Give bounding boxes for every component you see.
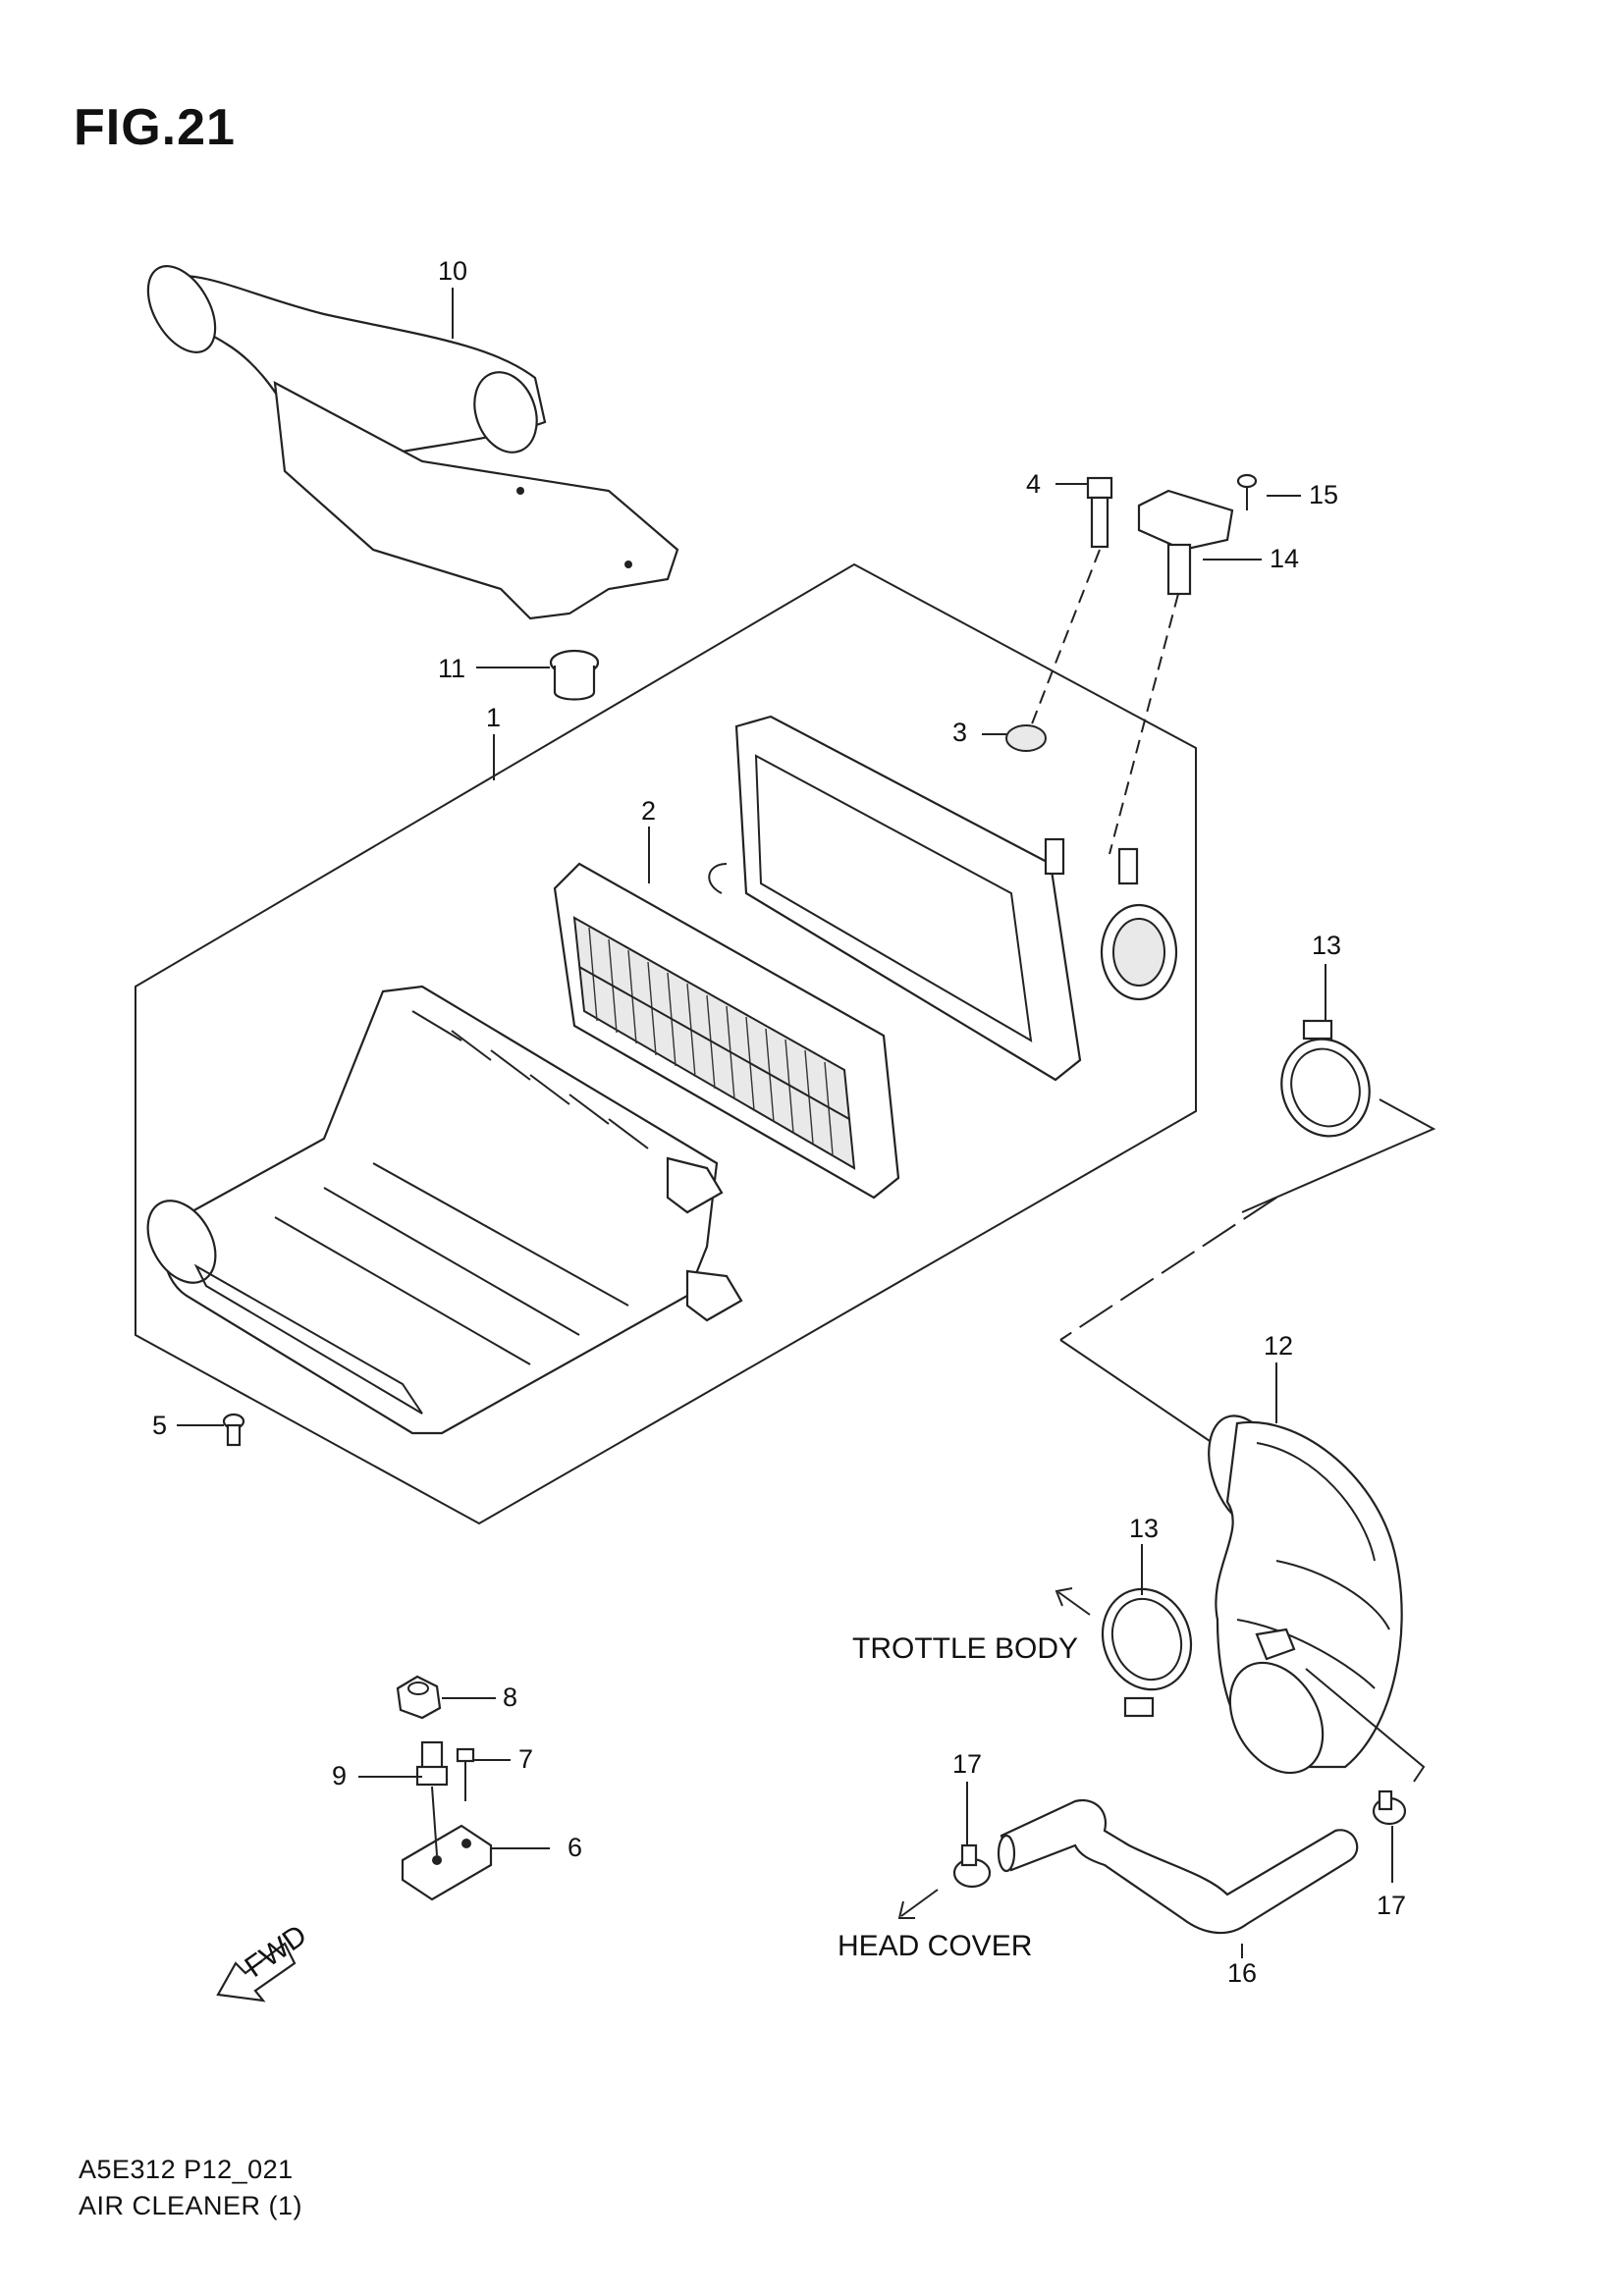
breather-hose-part [997, 1798, 1359, 1935]
callout-5: 5 [152, 1411, 167, 1440]
bracket-part [401, 1824, 493, 1901]
callout-17-right: 17 [1377, 1891, 1406, 1920]
callout-7: 7 [518, 1744, 533, 1774]
hose-clamp-lower-part [1101, 1587, 1193, 1718]
filter-element-part [553, 862, 900, 1200]
grommet-small-part [1005, 724, 1047, 752]
callout-1: 1 [486, 703, 501, 732]
air-cleaner-assembly-boundary [135, 562, 1197, 1525]
callout-13-lower: 13 [1129, 1514, 1159, 1543]
callout-numbers: 10 11 1 2 3 4 15 14 5 13 12 13 8 7 9 6 1… [152, 256, 1406, 1988]
callout-16: 16 [1227, 1958, 1257, 1988]
air-cleaner-lower-case-part [146, 985, 743, 1435]
clip-part [222, 1413, 245, 1447]
intake-hose-part [1208, 1415, 1403, 1775]
callout-9: 9 [332, 1761, 347, 1790]
throttle-body-arrow [1055, 1587, 1091, 1616]
figure-name: AIR CLEANER (1) [79, 2191, 303, 2220]
callout-14: 14 [1270, 544, 1299, 573]
callout-13-upper: 13 [1312, 931, 1341, 960]
head-cover-arrow [897, 1889, 939, 1919]
hose-clip-right-part [1372, 1789, 1407, 1826]
callout-8: 8 [503, 1682, 517, 1712]
nut-part [396, 1675, 442, 1720]
callout-2: 2 [641, 796, 656, 826]
forward-arrow-icon: FWD [216, 1919, 313, 2002]
callout-4: 4 [1026, 469, 1041, 499]
callout-12: 12 [1264, 1331, 1293, 1361]
figure-title: FIG.21 [74, 99, 236, 156]
airflow-sensor-part [1137, 489, 1234, 596]
air-cleaner-upper-case-part [708, 715, 1178, 1082]
callout-10: 10 [438, 256, 467, 286]
hose-clamp-upper-part [1280, 1019, 1371, 1138]
callout-6: 6 [568, 1833, 582, 1862]
callout-3: 3 [952, 718, 967, 747]
stud-bolt-part [415, 1740, 449, 1787]
bolt-part [456, 1747, 475, 1801]
throttle-body-label: TROTTLE BODY [852, 1632, 1078, 1665]
small-screw-part [1236, 473, 1258, 510]
figure-code: A5E312 P12_021 [79, 2155, 294, 2184]
intake-duct-part [146, 265, 679, 620]
leader-lines [177, 288, 1393, 1958]
callout-17-left: 17 [952, 1749, 982, 1779]
head-cover-label: HEAD COVER [838, 1930, 1032, 1962]
grommet-part [549, 649, 600, 701]
callout-15: 15 [1309, 480, 1338, 509]
screw-part [1086, 476, 1113, 549]
callout-11: 11 [438, 654, 465, 683]
hose-clip-left-part [952, 1843, 992, 1889]
